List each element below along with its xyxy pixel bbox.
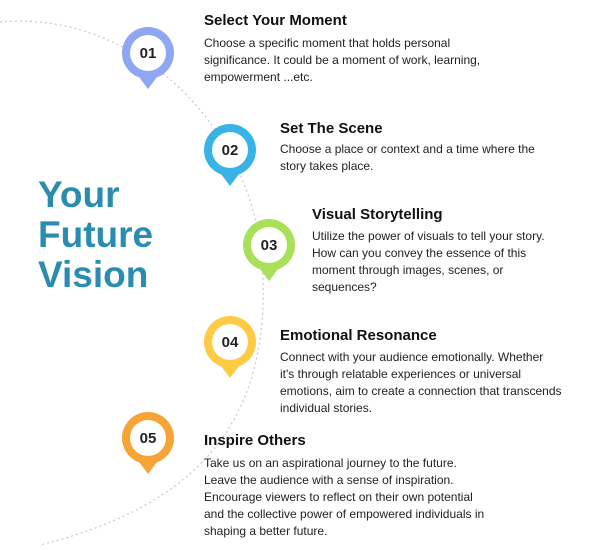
step-2-marker: 02: [204, 124, 256, 176]
step-4-description: Connect with your audience emotionally. …: [280, 350, 562, 415]
step-3-title: Visual Storytelling: [312, 206, 443, 223]
step-5-title: Inspire Others: [204, 432, 306, 449]
step-1-number: 01: [130, 35, 166, 71]
step-3-number: 03: [251, 227, 287, 263]
arc-path: [0, 20, 264, 546]
title-line-1: Your: [38, 174, 120, 215]
step-3-description: Utilize the power of visuals to tell you…: [312, 229, 545, 294]
step-5-description: Take us on an aspirational journey to th…: [204, 456, 485, 538]
step-4-marker: 04: [204, 316, 256, 368]
title-line-2: Future: [38, 214, 154, 255]
main-title: Your Future Vision: [38, 175, 153, 295]
step-4-number: 04: [212, 324, 248, 360]
step-5-number: 05: [130, 420, 166, 456]
step-2-title: Set The Scene: [280, 120, 383, 137]
step-5-marker: 05: [122, 412, 174, 464]
step-1-title: Select Your Moment: [204, 12, 347, 29]
step-3-marker: 03: [243, 219, 295, 271]
title-line-3: Vision: [38, 254, 149, 295]
step-4-title: Emotional Resonance: [280, 327, 437, 344]
step-1-description: Choose a specific moment that holds pers…: [204, 36, 481, 84]
step-2-number: 02: [212, 132, 248, 168]
step-1-marker: 01: [122, 27, 174, 79]
step-2-description: Choose a place or context and a time whe…: [280, 142, 535, 173]
